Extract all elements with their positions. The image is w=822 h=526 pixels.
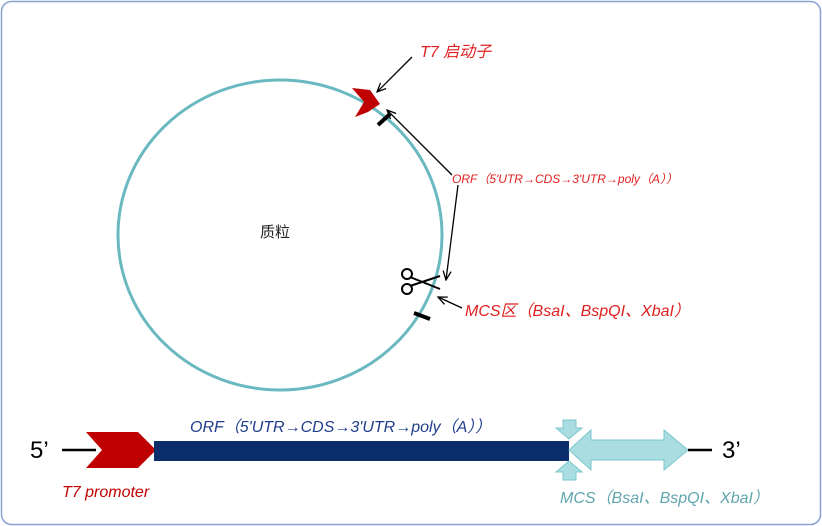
plasmid-orf-label: ORF（5'UTR→CDS→3'UTR→poly（A）） (452, 172, 678, 186)
orf-callout-arrow-end (446, 184, 459, 280)
t7-promoter-arrow (86, 432, 156, 468)
orf-callout-arrow-start (387, 110, 453, 176)
plasmid-mcs-label: MCS区（BsaI、BspQI、XbaI） (465, 302, 690, 320)
scissors-icon (401, 268, 441, 295)
t7-promoter-shape (352, 88, 380, 117)
three-prime-label: 3’ (722, 437, 741, 464)
linear-mcs-label: MCS（BsaI、BspQI、XbaI） (560, 489, 769, 507)
mcs-site-arrow-bottom (554, 460, 584, 481)
mcs-site-arrow-top (554, 419, 584, 440)
plasmid-center-label: 质粒 (260, 224, 290, 241)
plasmid-t7-label: T7 启动子 (420, 43, 492, 61)
linear-orf-label: ORF（5'UTR→CDS→3'UTR→poly（A）） (190, 418, 491, 436)
linear-construct: 5’ 3’ ORF（5'UTR→CDS→3'UTR→poly（A）） T7 pr… (30, 418, 769, 507)
mcs-tick (413, 311, 431, 321)
mcs-callout-arrow (438, 297, 463, 309)
five-prime-label: 5’ (30, 437, 49, 464)
plasmid-group: 质粒 T7 启动子 ORF（5'UTR→CDS→3'UTR→poly（A）） M… (116, 43, 690, 392)
plasmid-circle (116, 78, 444, 392)
t7-callout-arrow (377, 56, 413, 92)
orf-bar (154, 441, 569, 461)
linear-t7-label: T7 promoter (62, 484, 150, 501)
